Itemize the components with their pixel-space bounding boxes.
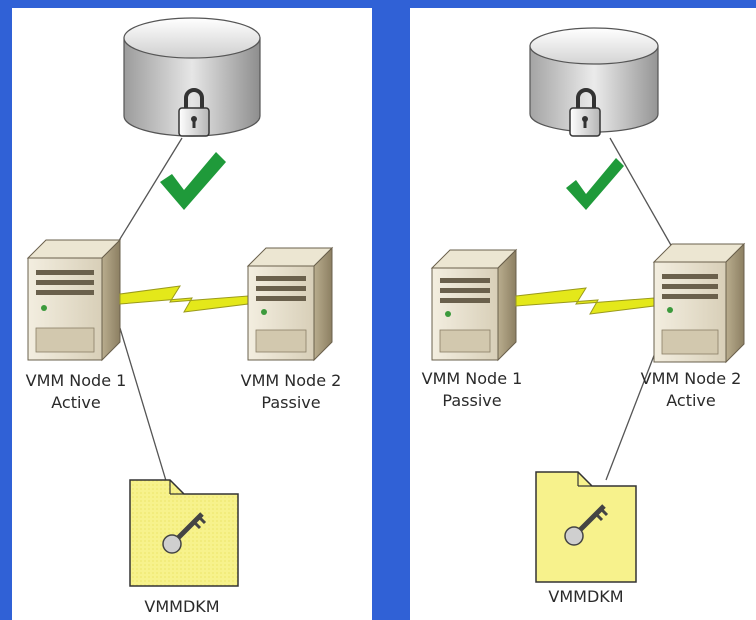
node2-label: VMM Node 2 Active — [626, 368, 756, 412]
folder-connector-line — [605, 339, 661, 481]
lightning-icon — [119, 285, 249, 313]
folder-label: VMMDKM — [144, 597, 220, 616]
lock-icon — [569, 88, 601, 137]
folder-connector-line — [119, 327, 168, 485]
node2-label: VMM Node 2 Passive — [226, 370, 356, 414]
server-icon — [246, 246, 334, 362]
db-connector-line — [111, 137, 183, 253]
key-icon — [162, 512, 207, 554]
right-panel: VMM Node 1 Passive VMM Node 2 Active VMM… — [410, 8, 756, 620]
node2-name: VMM Node 2 — [240, 371, 342, 390]
check-icon — [160, 152, 226, 210]
database-icon — [123, 17, 261, 137]
node2-role: Active — [666, 391, 716, 410]
server-icon — [652, 242, 746, 364]
database-icon — [529, 27, 659, 133]
node1-role: Active — [51, 393, 101, 412]
right-diagram — [430, 27, 746, 583]
node2-name: VMM Node 2 — [640, 369, 742, 388]
node1-name: VMM Node 1 — [25, 371, 127, 390]
lock-icon — [178, 88, 210, 137]
node2-role: Passive — [261, 393, 321, 412]
check-icon — [566, 158, 624, 210]
folder-label: VMMDKM — [548, 587, 624, 606]
lightning-icon — [515, 287, 655, 315]
node1-role: Passive — [442, 391, 502, 410]
key-icon — [564, 504, 609, 546]
db-connector-line — [609, 137, 677, 255]
left-diagram — [26, 17, 334, 587]
node1-label: VMM Node 1 Passive — [410, 368, 534, 412]
node1-label: VMM Node 1 Active — [14, 370, 138, 414]
node1-name: VMM Node 1 — [421, 369, 523, 388]
left-panel: VMM Node 1 Active VMM Node 2 Passive VMM… — [12, 8, 372, 620]
server-icon — [26, 238, 122, 362]
server-icon — [430, 248, 518, 362]
